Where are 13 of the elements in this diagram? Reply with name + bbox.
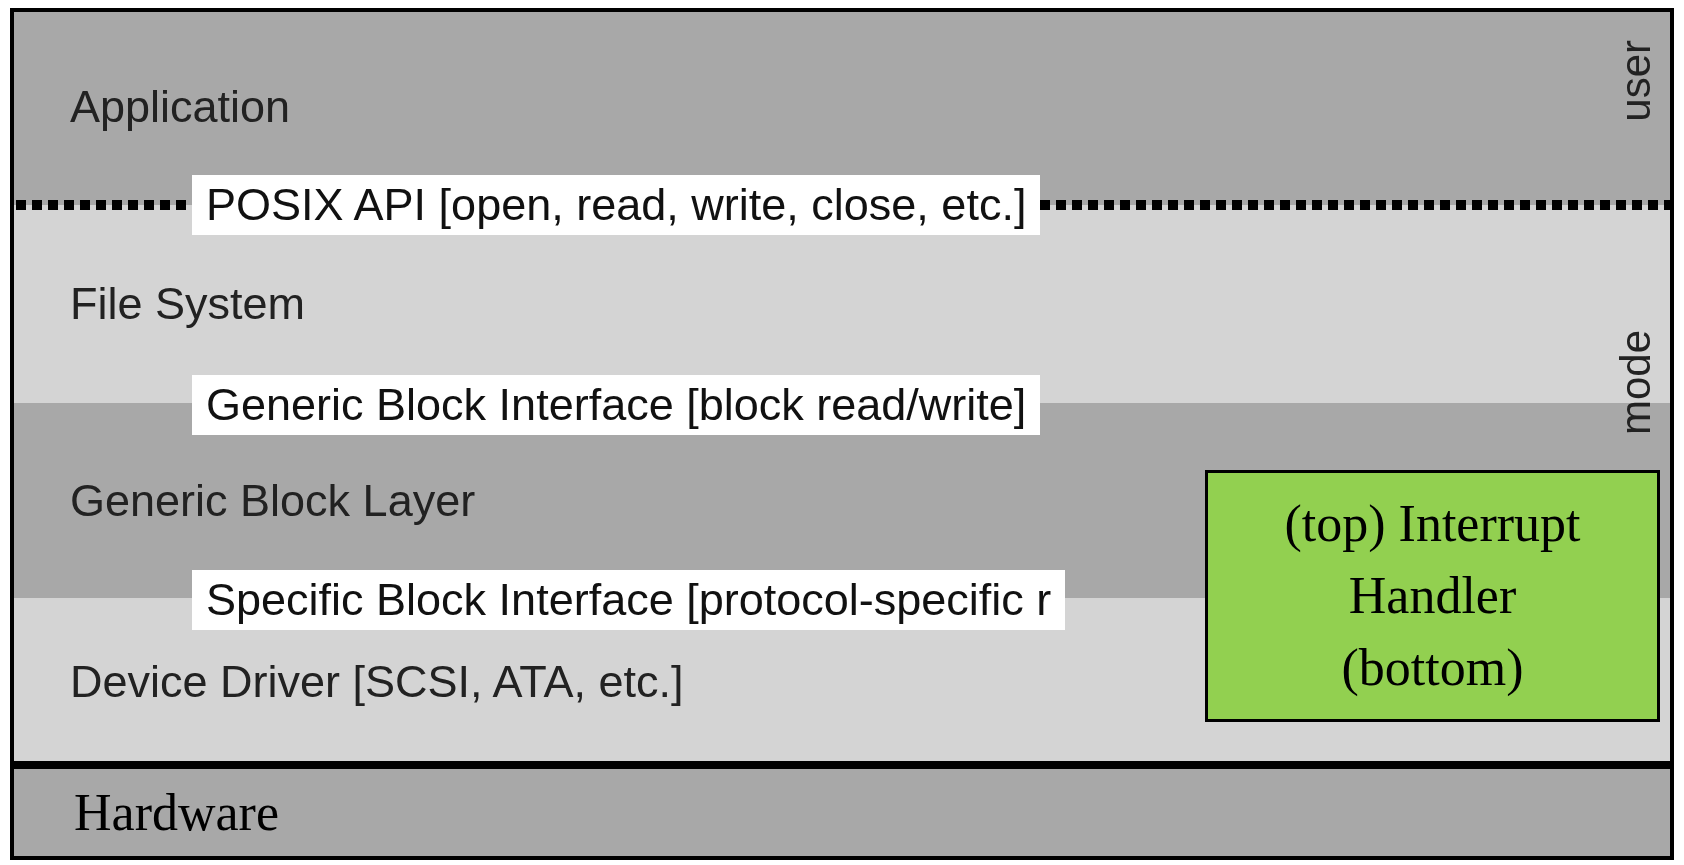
interface-label: Generic Block Interface [block read/write] — [192, 375, 1041, 435]
layer-label: Generic Block Layer — [70, 474, 476, 527]
interface-label: POSIX API [open, read, write, close, etc.] — [192, 175, 1041, 235]
mode-label: user — [1612, 40, 1660, 122]
handler-box — [1205, 470, 1660, 722]
handler-label: (top) Interrupt Handler (bottom) — [1283, 494, 1582, 698]
layer-label: File System — [70, 278, 306, 330]
interface-label: Specific Block Interface [protocol-specific r — [192, 570, 1066, 630]
mode-label: mode — [1612, 330, 1660, 436]
layer-label: Device Driver [SCSI, ATA, etc.] — [70, 655, 684, 708]
layer-label: Application — [70, 80, 291, 133]
hardware-band — [10, 765, 1674, 860]
layer-label: Hardware — [74, 783, 279, 842]
